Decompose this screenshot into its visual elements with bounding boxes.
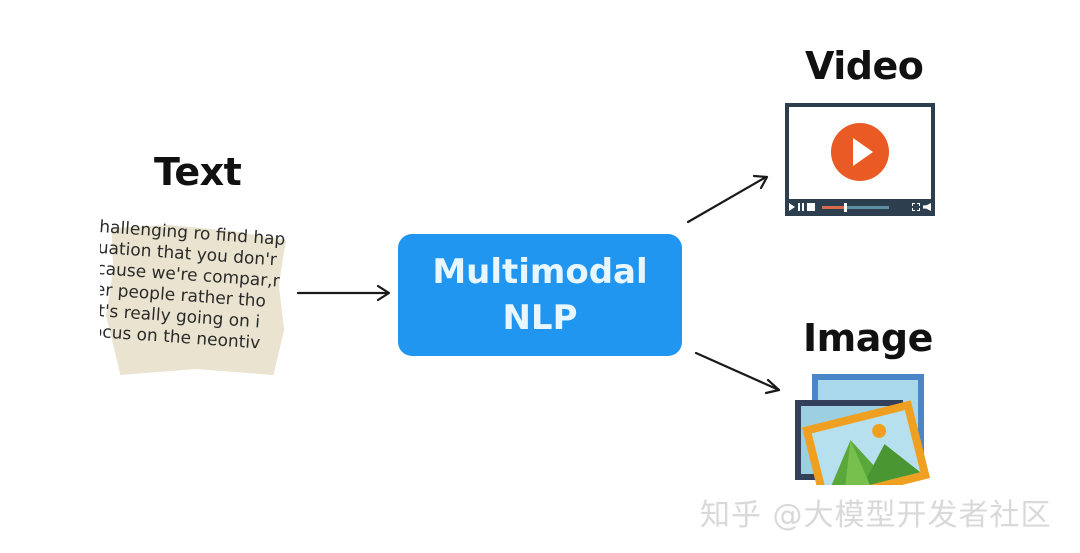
arrow-nlp-to-video-icon	[686, 174, 769, 224]
play-button-icon	[831, 123, 889, 181]
image-gallery-icon	[795, 374, 930, 485]
image-label: Image	[803, 316, 933, 360]
multimodal-nlp-node: Multimodal NLP	[398, 234, 682, 356]
nlp-title-line1: Multimodal	[432, 252, 648, 292]
text-label: Text	[154, 150, 242, 194]
play-icon	[789, 203, 795, 211]
fullscreen-icon	[912, 203, 921, 211]
progress-bar	[821, 202, 890, 212]
arrow-nlp-to-image-icon	[694, 351, 781, 395]
text-paper-icon: hallenging ro find hap uation that you d…	[100, 215, 290, 375]
video-label: Video	[805, 44, 924, 88]
watermark: 知乎 @大模型开发者社区	[700, 498, 1052, 533]
stop-icon	[806, 203, 815, 211]
volume-icon	[923, 203, 931, 211]
video-player-icon	[785, 103, 935, 216]
pause-icon	[798, 203, 804, 211]
player-controls	[789, 202, 931, 212]
nlp-title-line2: NLP	[502, 298, 578, 338]
arrow-text-to-nlp-icon	[296, 284, 391, 302]
